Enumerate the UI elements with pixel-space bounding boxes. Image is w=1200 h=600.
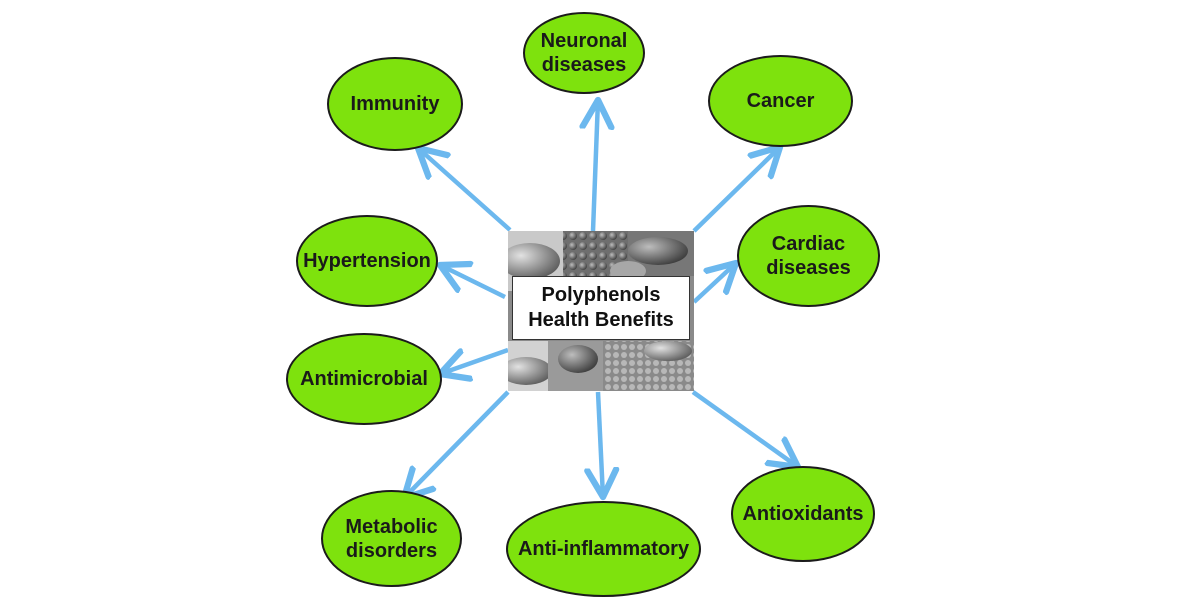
node-cardiac-diseases: Cardiac diseases xyxy=(737,205,880,307)
arrow-cardiac-diseases xyxy=(692,263,736,304)
node-label: Antimicrobial xyxy=(300,368,428,390)
arrow-neuronal-diseases xyxy=(593,100,598,232)
node-anti-inflammatory: Anti-inflammatory xyxy=(506,501,701,597)
node-label: Antioxidants xyxy=(742,503,864,525)
node-immunity: Immunity xyxy=(327,57,463,151)
node-label: Neuronal diseases xyxy=(540,30,628,76)
node-antioxidants: Antioxidants xyxy=(731,466,875,562)
arrow-anti-inflammatory xyxy=(598,391,603,497)
node-label: Anti-inflammatory xyxy=(517,538,690,560)
center-title: Polyphenols Health Benefits xyxy=(528,284,674,331)
arrow-immunity xyxy=(418,148,512,232)
node-label: Metabolic disorders xyxy=(345,515,438,562)
node-label: Hypertension xyxy=(303,250,431,272)
node-cancer: Cancer xyxy=(708,55,853,147)
node-antimicrobial: Antimicrobial xyxy=(286,333,442,425)
node-neuronal-diseases: Neuronal diseases xyxy=(523,12,645,94)
node-metabolic-disorders: Metabolic disorders xyxy=(321,490,462,587)
arrow-antimicrobial xyxy=(440,347,509,374)
node-label: Immunity xyxy=(350,93,440,115)
node-label: Cardiac diseases xyxy=(766,233,851,279)
arrow-metabolic-disorders xyxy=(404,390,510,498)
node-label: Cancer xyxy=(746,90,815,112)
node-hypertension: Hypertension xyxy=(296,215,438,307)
arrow-antioxidants xyxy=(691,390,798,467)
arrow-cancer xyxy=(692,147,780,233)
center-label-box: Polyphenols Health Benefits xyxy=(512,276,690,340)
arrow-hypertension xyxy=(440,265,506,300)
